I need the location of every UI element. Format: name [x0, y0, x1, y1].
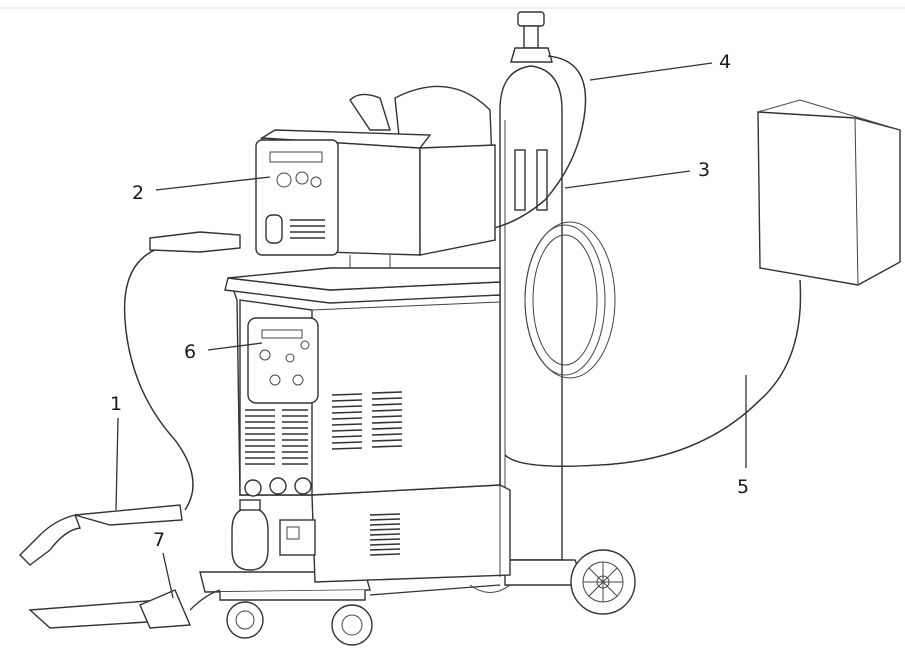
leader-line-2 — [155, 176, 271, 191]
callout-5: 5 — [737, 476, 750, 498]
wheel-rear — [570, 549, 636, 615]
wheel-front-left — [226, 601, 264, 639]
mig-torch — [19, 231, 241, 566]
wire-feeder — [255, 85, 496, 256]
coiled-cable — [524, 221, 616, 379]
workpiece-and-clamp — [28, 589, 221, 629]
callout-2: 2 — [132, 182, 145, 204]
leader-line-1 — [115, 417, 119, 511]
callout-6: 6 — [184, 341, 197, 363]
leader-line-7 — [162, 552, 174, 599]
callout-7: 7 — [153, 529, 166, 551]
callout-4: 4 — [719, 51, 732, 73]
leader-line-6 — [207, 342, 263, 351]
callout-1: 1 — [110, 393, 123, 415]
wheel-rear-hidden — [469, 584, 511, 593]
leader-line-4 — [589, 62, 713, 81]
leader-line-3 — [564, 170, 691, 189]
cart-shelf — [224, 255, 501, 304]
wheel-front-right — [331, 604, 373, 646]
gas-cylinder — [499, 11, 563, 561]
remote-control-box — [757, 99, 901, 286]
power-source — [228, 279, 501, 497]
callout-3: 3 — [698, 159, 711, 181]
cooling-unit — [231, 484, 511, 583]
trolley — [199, 559, 587, 601]
